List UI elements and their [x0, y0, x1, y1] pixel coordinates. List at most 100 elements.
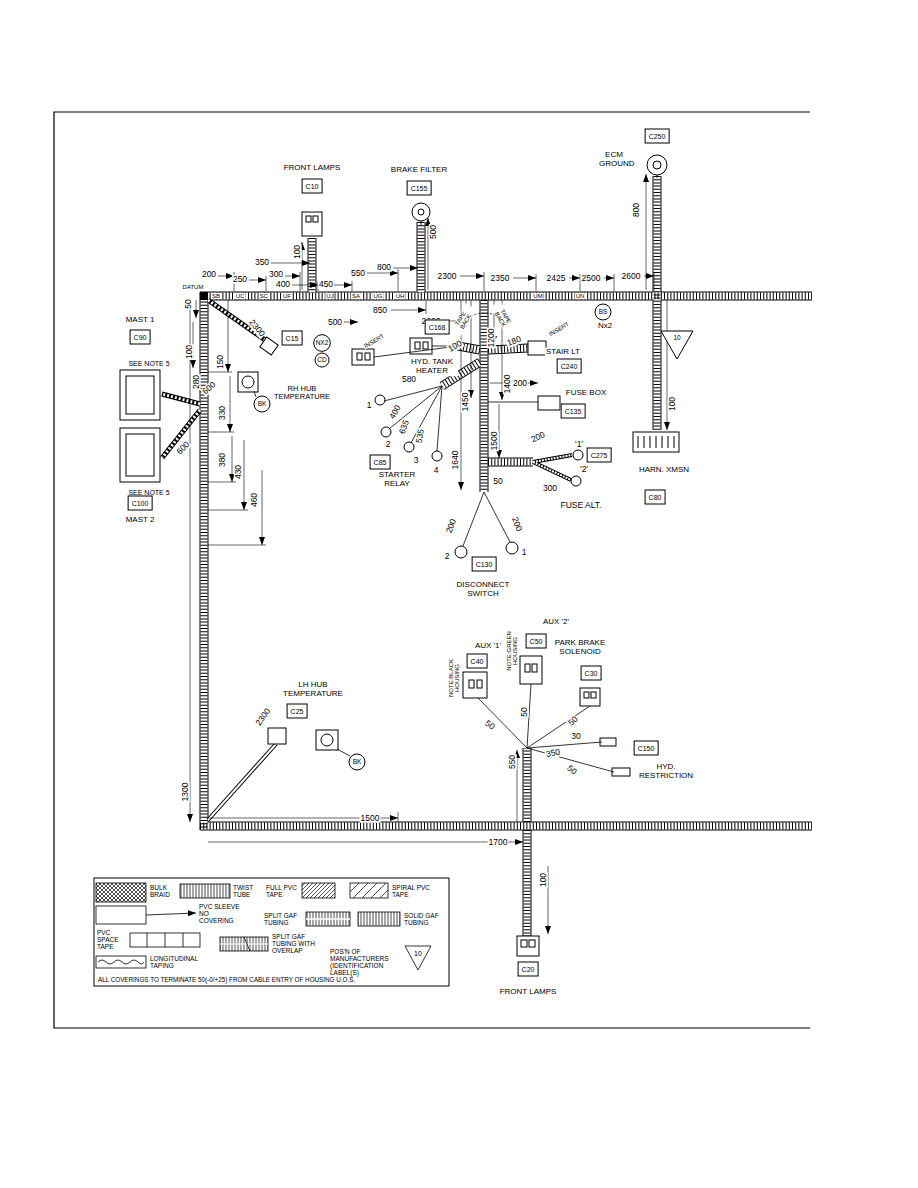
dimension-label: 200 — [444, 517, 458, 535]
legend-sample — [244, 937, 250, 951]
connector-name: STAIR LT — [545, 348, 581, 357]
dimension-label: '1' — [574, 440, 584, 449]
dimension-label: 250 — [232, 275, 248, 284]
dimension-label: UN — [575, 293, 586, 299]
dimension-line — [271, 263, 310, 264]
connector-label: C20FRONT LAMPS — [498, 961, 558, 997]
dimension-label: 500 — [327, 318, 343, 327]
dimension-label: 350 — [254, 258, 270, 267]
connector-housing — [432, 451, 442, 461]
connector-name: MAST 1 — [125, 316, 156, 325]
dimension-label: INSERT — [362, 332, 386, 349]
legend-sample — [146, 913, 196, 915]
connector-code: C90 — [130, 330, 151, 345]
legend-text: SPIRAL PVC TAPE — [392, 884, 432, 898]
dimension-label: 50 — [520, 706, 529, 717]
connector-name: STARTER RELAY — [374, 471, 421, 489]
twisted-cable — [208, 744, 276, 820]
connector-name: FUSE BOX — [565, 389, 607, 398]
legend-sample — [350, 883, 388, 898]
dimension-label: 330 — [218, 405, 227, 421]
shape-text: CD — [317, 357, 326, 364]
ground-circle: NX2 — [312, 333, 332, 353]
legend-sample — [96, 956, 146, 968]
connector-housing — [520, 656, 542, 684]
twisted-cable — [533, 455, 572, 480]
connector-label: C168HYD. TANK HEATER — [406, 319, 458, 376]
connector-housing — [404, 442, 414, 452]
legend-text: BULK BRAID — [150, 884, 178, 898]
dimension-line — [604, 278, 614, 279]
dimension-line — [190, 300, 191, 822]
connector-housing — [469, 680, 474, 688]
dimension-label: 500 — [429, 224, 438, 240]
connector-label: C275 — [586, 447, 612, 463]
dimension-label: 200 — [512, 379, 528, 388]
connector-housing — [633, 432, 679, 452]
dimension-label: '2' — [579, 465, 589, 474]
connector-housing — [532, 664, 537, 672]
connector-code: C40 — [467, 654, 488, 669]
dimension-label: 550 — [350, 269, 366, 278]
dimension-label: 800 — [376, 263, 392, 272]
connector-housing — [316, 730, 338, 750]
wire — [478, 684, 614, 772]
dimension-tick — [234, 269, 654, 325]
connector-housing — [365, 353, 370, 360]
circle-outline — [315, 353, 329, 367]
dimension-label: 50 — [566, 714, 580, 728]
connector-name: HARN. XMSN — [638, 466, 690, 475]
dimension-label: 1200 — [487, 328, 496, 349]
dimension-label: 1500 — [360, 814, 381, 823]
connector-code: C135 — [561, 404, 586, 419]
twisted-cable — [162, 300, 268, 458]
dimension-label: FUSE ALT. — [560, 501, 603, 510]
connector-code: C100 — [128, 496, 153, 511]
twisted-cable — [533, 455, 572, 480]
dimension-label: 1 — [521, 548, 528, 557]
legend-text: FULL PVC TAPE — [266, 884, 300, 898]
connector-housing — [647, 155, 667, 175]
wire — [463, 492, 510, 546]
connector-name: FRONT LAMPS — [499, 988, 558, 997]
dimension-label: 30 — [570, 732, 581, 741]
dimension-line — [367, 273, 398, 274]
connector-code: C80 — [645, 490, 666, 505]
connector-name: MAST 2 — [125, 516, 156, 525]
dimension-label: 535 — [414, 427, 425, 444]
connector-housing — [268, 728, 286, 744]
connector-housing — [415, 342, 420, 349]
connector-code: C10 — [302, 179, 323, 194]
dimension-label: 550 — [508, 754, 517, 770]
connector-housing — [352, 349, 374, 365]
dimension-label: UC — [235, 293, 246, 299]
shape-text: NX2 — [316, 340, 329, 347]
connector-name: DISCONNECT SWITCH — [452, 581, 514, 599]
dimension-label: 400 — [275, 280, 291, 289]
connector-housing — [238, 372, 258, 392]
dimension-line — [285, 276, 300, 277]
dimension-line — [232, 436, 233, 482]
circle-outline — [349, 754, 365, 770]
dimension-label: SEE NOTE 5 — [127, 360, 170, 367]
legend-sample — [96, 883, 146, 902]
dimension-label: 50 — [483, 718, 497, 732]
twisted-cable — [162, 300, 268, 458]
dimension-label: 100 — [293, 244, 302, 260]
dimension-label: UJ — [325, 293, 334, 299]
legend-sample — [147, 933, 183, 947]
connector-label: C130DISCONNECT SWITCH — [452, 556, 514, 599]
connector-code: C130 — [472, 557, 497, 572]
sheet-frame — [54, 112, 810, 1028]
legend-sample — [220, 944, 268, 945]
legend-sample — [302, 883, 335, 898]
connector-housing — [126, 376, 154, 414]
dimension-label: INSERT — [547, 320, 571, 337]
wire — [374, 346, 458, 357]
connector-label: BRAKE FILTERC155 — [389, 165, 449, 196]
connector-name: HYD. TANK HEATER — [406, 358, 458, 376]
twisted-cable — [162, 300, 572, 820]
dimension-label: 200 — [201, 270, 217, 279]
dimension-label: 2600 — [621, 272, 642, 281]
dimension-tick — [208, 372, 398, 822]
